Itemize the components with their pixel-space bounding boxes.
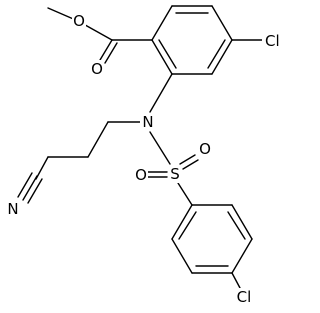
bond-ring2-b	[231, 204, 253, 240]
bond-chain-1	[87, 121, 109, 158]
bond-carbonyl-double-a	[99, 39, 113, 61]
bond-carbonyl-double-b	[104, 42, 118, 64]
bond-ring1-a	[151, 5, 173, 41]
bond-ring2-cl	[231, 272, 241, 289]
bond-nitrile-a	[22, 175, 38, 201]
bond-ring2-inner-1	[227, 211, 246, 240]
bond-nitrile-b	[17, 172, 33, 198]
bond-ring2-c	[231, 238, 253, 274]
bond-nitrile-c	[27, 178, 43, 204]
atom-s-sulfonyl: S	[170, 165, 180, 183]
bond-s-ring	[177, 182, 193, 206]
atom-labels: O O Cl N S O O N Cl	[6, 12, 284, 306]
bond-n-s	[149, 131, 171, 165]
bond-ring1-d	[211, 39, 233, 75]
atom-o-carbonyl: O	[91, 60, 103, 78]
atom-cl-bottom: Cl	[237, 288, 252, 306]
bond-s-o-upper-a	[179, 154, 196, 165]
bond-ring2-inner-3	[178, 211, 197, 240]
bond-ring1-inner-2	[207, 39, 226, 69]
atom-o-ester: O	[73, 12, 85, 30]
atom-n-nitrile: N	[7, 200, 18, 218]
atom-cl-top: Cl	[265, 32, 280, 50]
atom-o-sulfonyl-left: O	[135, 166, 147, 184]
bond-ring-n	[149, 73, 173, 113]
bonds	[17, 5, 263, 289]
bond-ring1-f	[151, 39, 173, 75]
structure-diagram: O O Cl N S O O N Cl	[6, 5, 284, 306]
bond-ring1-inner-3	[158, 39, 177, 69]
bond-ring2-f	[171, 204, 193, 240]
bond-chain-3	[35, 156, 49, 180]
bond-s-o-upper-b	[182, 159, 199, 170]
bond-ring1-c	[211, 5, 233, 41]
bond-ring2-e	[171, 238, 193, 274]
atom-o-sulfonyl-upper: O	[199, 140, 211, 158]
atom-n-amine: N	[142, 113, 153, 131]
